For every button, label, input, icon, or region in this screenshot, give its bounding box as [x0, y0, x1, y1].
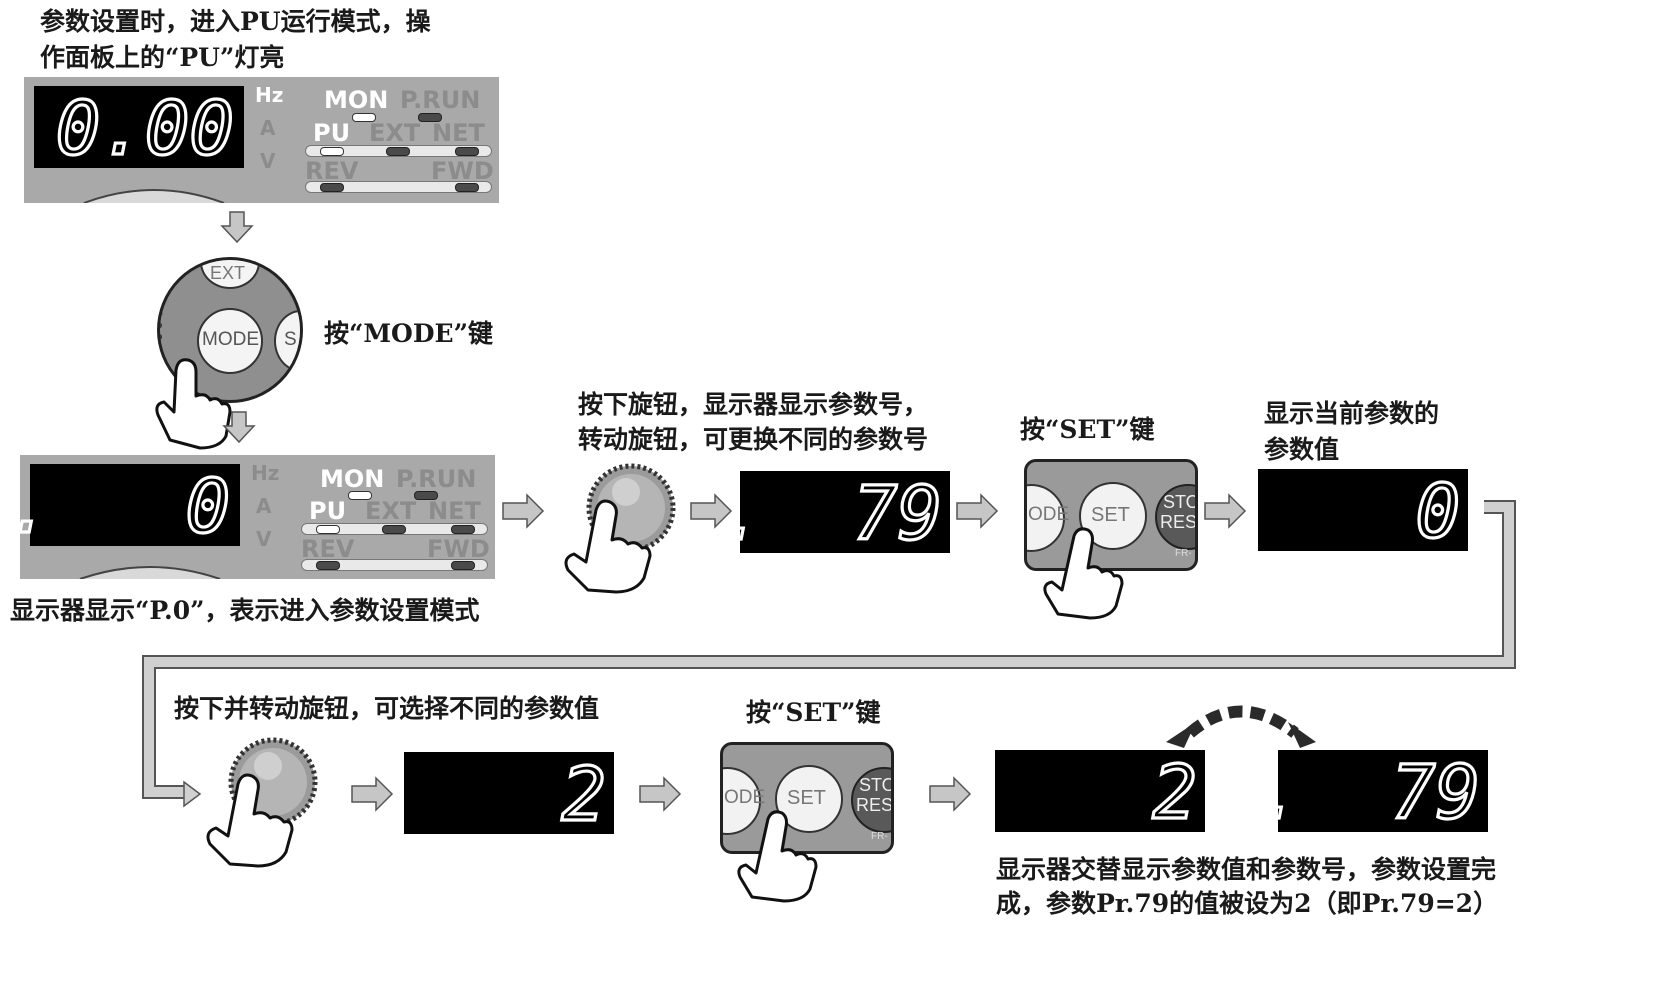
seven-seg-readout: 0 [1414, 467, 1462, 556]
hand-press-icon [1043, 527, 1124, 620]
seven-seg-readout: 2 [1151, 748, 1199, 837]
ext-label: EXT [365, 497, 417, 525]
v-label: V [256, 527, 272, 551]
ext-led [382, 525, 406, 534]
press-set-caption-1: 按“SET”键 [1020, 415, 1155, 444]
arrow-right-icon [502, 493, 545, 529]
rev-label: REV [301, 535, 355, 563]
lcd-p79: P. 79 [673, 469, 950, 559]
seven-seg-readout: 2 [560, 750, 608, 839]
rev-led [320, 183, 344, 192]
mon-label: MON [320, 465, 385, 493]
hz-label: Hz [251, 461, 280, 485]
arrow-right-icon [639, 776, 682, 812]
a-label: A [260, 116, 276, 140]
ext-led [386, 147, 410, 156]
prun-led [414, 491, 438, 500]
operation-panel-initial: 0.00 Hz A V MON P.RUN PU EXT NET REV FWD [24, 77, 499, 203]
net-label: NET [428, 497, 481, 525]
display-value: 0 [1415, 469, 1460, 555]
hz-label: Hz [255, 83, 284, 107]
knurl-edge [160, 280, 182, 380]
fwd-led [455, 183, 479, 192]
arrow-right-icon [929, 776, 972, 812]
lcd-selected-value: 2 [404, 750, 614, 840]
stop-key-label-top: STO [859, 775, 894, 795]
hand-press-icon [737, 810, 818, 903]
display-value: 2 [1152, 750, 1197, 836]
pu-led [320, 147, 344, 156]
fwd-led [451, 561, 475, 570]
mon-led [352, 113, 376, 122]
knob-step-caption-line1: 按下旋钮，显示器显示参数号， [578, 390, 929, 419]
alternate-arrow-icon [1166, 705, 1316, 748]
ext-key-label: EXT [210, 263, 246, 283]
p0-explain-caption: 显示器显示“P.0”，表示进入参数设置模式 [10, 596, 480, 625]
mon-led [348, 491, 372, 500]
mode-key-label: MODE [202, 329, 259, 350]
lcd-display: 0.00 [34, 84, 244, 174]
display-value: 2 [561, 752, 606, 838]
intro-caption-line2: 作面板上的“PU”灯亮 [40, 43, 285, 72]
a-label: A [256, 494, 272, 518]
prun-label: P.RUN [400, 86, 481, 114]
dial-edge [83, 189, 225, 203]
mon-label: MON [324, 86, 389, 114]
stop-key-label-bottom: RESI [1160, 512, 1198, 532]
seven-seg-readout: P. 79 [673, 469, 944, 558]
s-key-label: S [284, 329, 297, 350]
hand-press-icon [564, 499, 652, 594]
stop-key-label-top: STO [1163, 492, 1198, 512]
pu-led [316, 525, 340, 534]
arrow-right-icon [956, 493, 999, 529]
intro-caption-line1: 参数设置时，进入PU运行模式，操 [40, 7, 431, 36]
model-label: FR- [1175, 548, 1192, 559]
current-value-caption-line1: 显示当前参数的 [1264, 399, 1440, 428]
hand-press-icon [155, 358, 232, 450]
prun-led [418, 113, 442, 122]
pu-label: PU [309, 497, 347, 525]
rev-led [316, 561, 340, 570]
net-led [451, 525, 475, 534]
operation-panel-p0: P. 0 Hz A V MON P.RUN PU EXT NET REV FWD [20, 455, 495, 579]
mode-key[interactable] [197, 308, 263, 374]
v-label: V [260, 149, 276, 173]
lcd-alt-value: 2 [995, 748, 1205, 838]
display-value: 0.00 [56, 86, 234, 172]
select-value-caption: 按下并转动旋钮，可选择不同的参数值 [174, 694, 600, 723]
press-mode-caption: 按“MODE”键 [324, 319, 493, 348]
fwd-label: FWD [427, 535, 490, 563]
hand-press-icon [206, 773, 294, 868]
model-label: FR- [871, 831, 888, 842]
seven-seg-readout: P. 79 [1211, 748, 1482, 837]
lcd-current-value: 0 [1258, 467, 1468, 557]
press-set-caption-2: 按“SET”键 [746, 698, 881, 727]
current-value-caption-line2: 参数值 [1264, 435, 1340, 464]
seven-seg-readout: 0.00 [54, 84, 235, 173]
arrow-right-icon [351, 776, 394, 812]
final-caption-line2: 成，参数Pr.79的值被设为2（即Pr.79=2） [996, 889, 1499, 918]
lcd-alt-param: P. 79 [1211, 748, 1488, 838]
rev-label: REV [305, 157, 359, 185]
display-value: P. 79 [675, 471, 942, 557]
prun-label: P.RUN [396, 465, 477, 493]
ext-label: EXT [369, 119, 421, 147]
arrow-right-icon [1204, 493, 1247, 529]
arrow-down-icon [220, 211, 254, 244]
arrow-right-icon [183, 780, 202, 808]
net-led [455, 147, 479, 156]
fwd-label: FWD [431, 157, 494, 185]
knob-step-caption-line2: 转动旋钮，可更换不同的参数号 [578, 425, 929, 454]
final-caption-line1: 显示器交替显示参数值和参数号，参数设置完 [996, 855, 1497, 884]
pu-label: PU [313, 119, 351, 147]
dir-led-bar [305, 181, 492, 193]
net-label: NET [432, 119, 485, 147]
stop-key-label-bottom: RESI [856, 795, 894, 815]
display-value: P. 79 [1213, 750, 1480, 836]
